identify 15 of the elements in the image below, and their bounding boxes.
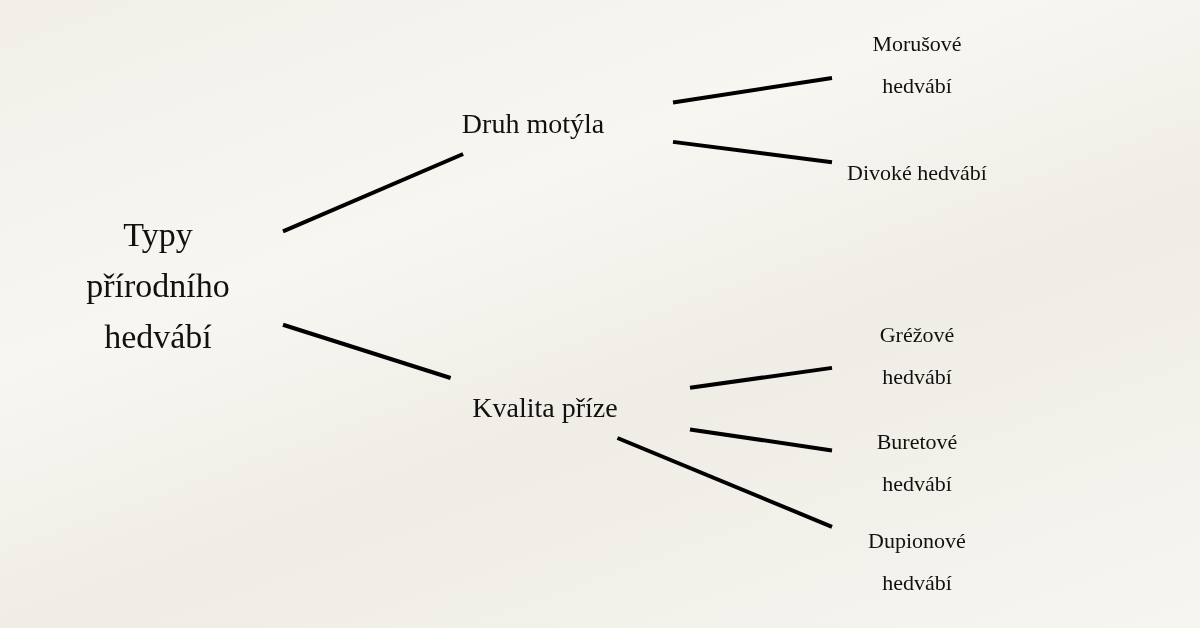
connector-line <box>616 436 833 529</box>
type-label: Buretové hedvábí <box>875 428 959 498</box>
type-label: Gréžové hedvábí <box>878 321 956 391</box>
connector-line <box>689 427 833 453</box>
type-label: Divoké hedvábí <box>847 159 987 188</box>
type-label: Morušové hedvábí <box>871 30 963 100</box>
root-label: Typy přírodního hedvábí <box>85 214 231 357</box>
connector-line <box>672 76 833 105</box>
connector-line <box>282 322 452 380</box>
connector-line <box>689 365 833 390</box>
type-label: Dupionové hedvábí <box>867 527 967 597</box>
category-label: Kvalita příze <box>472 390 618 425</box>
connector-line <box>672 139 833 165</box>
connector-line <box>282 152 464 234</box>
category-label: Druh motýla <box>461 106 605 141</box>
